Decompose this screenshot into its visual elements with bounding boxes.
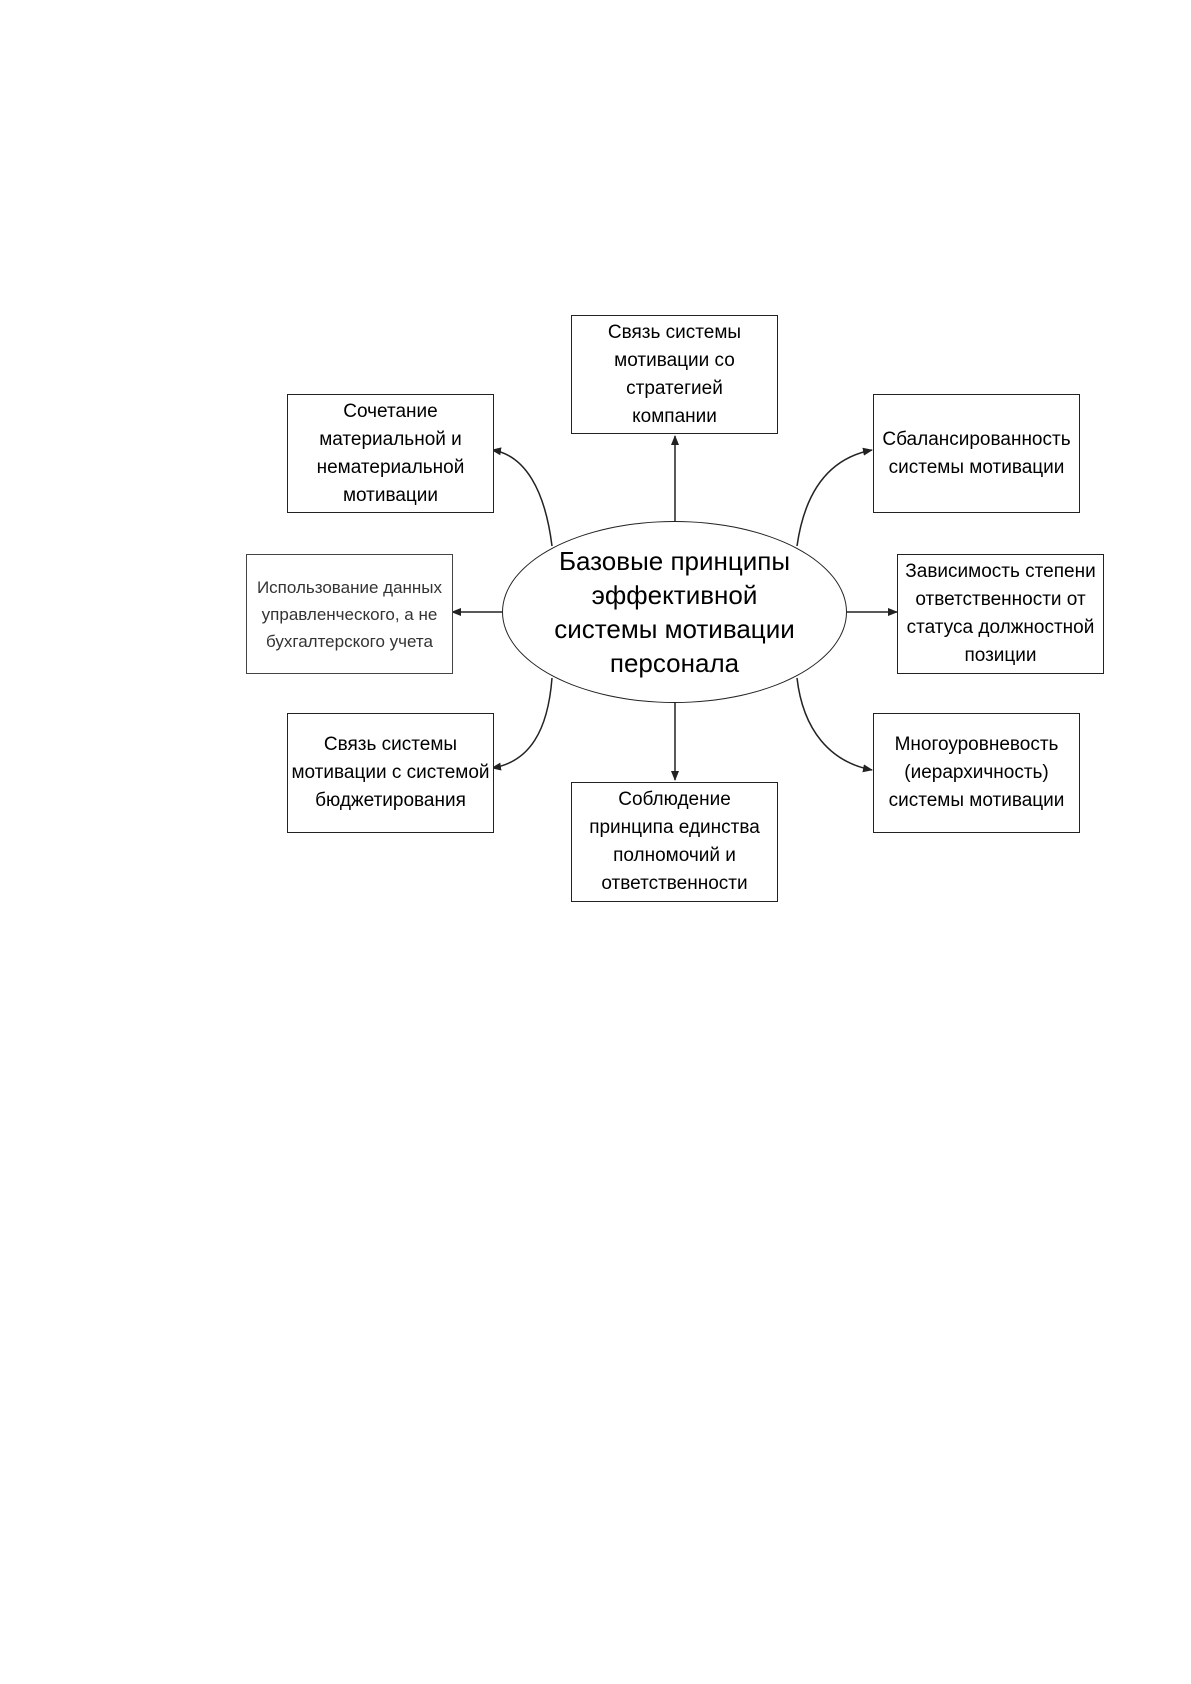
arrow-to-bottom-left — [491, 677, 553, 771]
node-top-right-box: Сбалансированность системы мотивации — [873, 394, 1080, 513]
center-ellipse: Базовые принципы эффективной системы мот… — [502, 521, 847, 703]
node-bottom-left-box: Связь системы мотивации с системой бюдже… — [287, 713, 494, 833]
node-bottom-box: Соблюдение принципа единства полномочий … — [571, 782, 778, 902]
node-left-box: Использование данных управленческого, а … — [246, 554, 453, 674]
node-top-left-label: Сочетание материальной и нематериальной … — [316, 400, 465, 506]
node-top-label: Связь системы мотивации со стратегией ко… — [607, 321, 742, 427]
arrow-to-top-right — [796, 447, 873, 547]
node-bottom-right-box: Многоуровневость (иерархичность) системы… — [873, 713, 1080, 833]
node-bottom-right-label: Многоуровневость (иерархичность) системы… — [888, 734, 1065, 811]
arrow-to-bottom-right — [796, 677, 873, 773]
node-right-box: Зависимость степени ответственности от с… — [897, 554, 1104, 674]
node-bottom-left-label: Связь системы мотивации с системой бюдже… — [291, 734, 490, 811]
node-bottom-label: Соблюдение принципа единства полномочий … — [589, 789, 760, 894]
center-label: Базовые принципы эффективной системы мот… — [554, 546, 795, 678]
node-right-label: Зависимость степени ответственности от с… — [905, 561, 1096, 666]
node-top-left-box: Сочетание материальной и нематериальной … — [287, 394, 494, 513]
node-left-label: Использование данных управленческого, а … — [256, 577, 443, 651]
node-top-right-label: Сбалансированность системы мотивации — [882, 428, 1071, 478]
arrow-to-top-left — [491, 447, 553, 547]
node-top-box: Связь системы мотивации со стратегией ко… — [571, 315, 778, 434]
